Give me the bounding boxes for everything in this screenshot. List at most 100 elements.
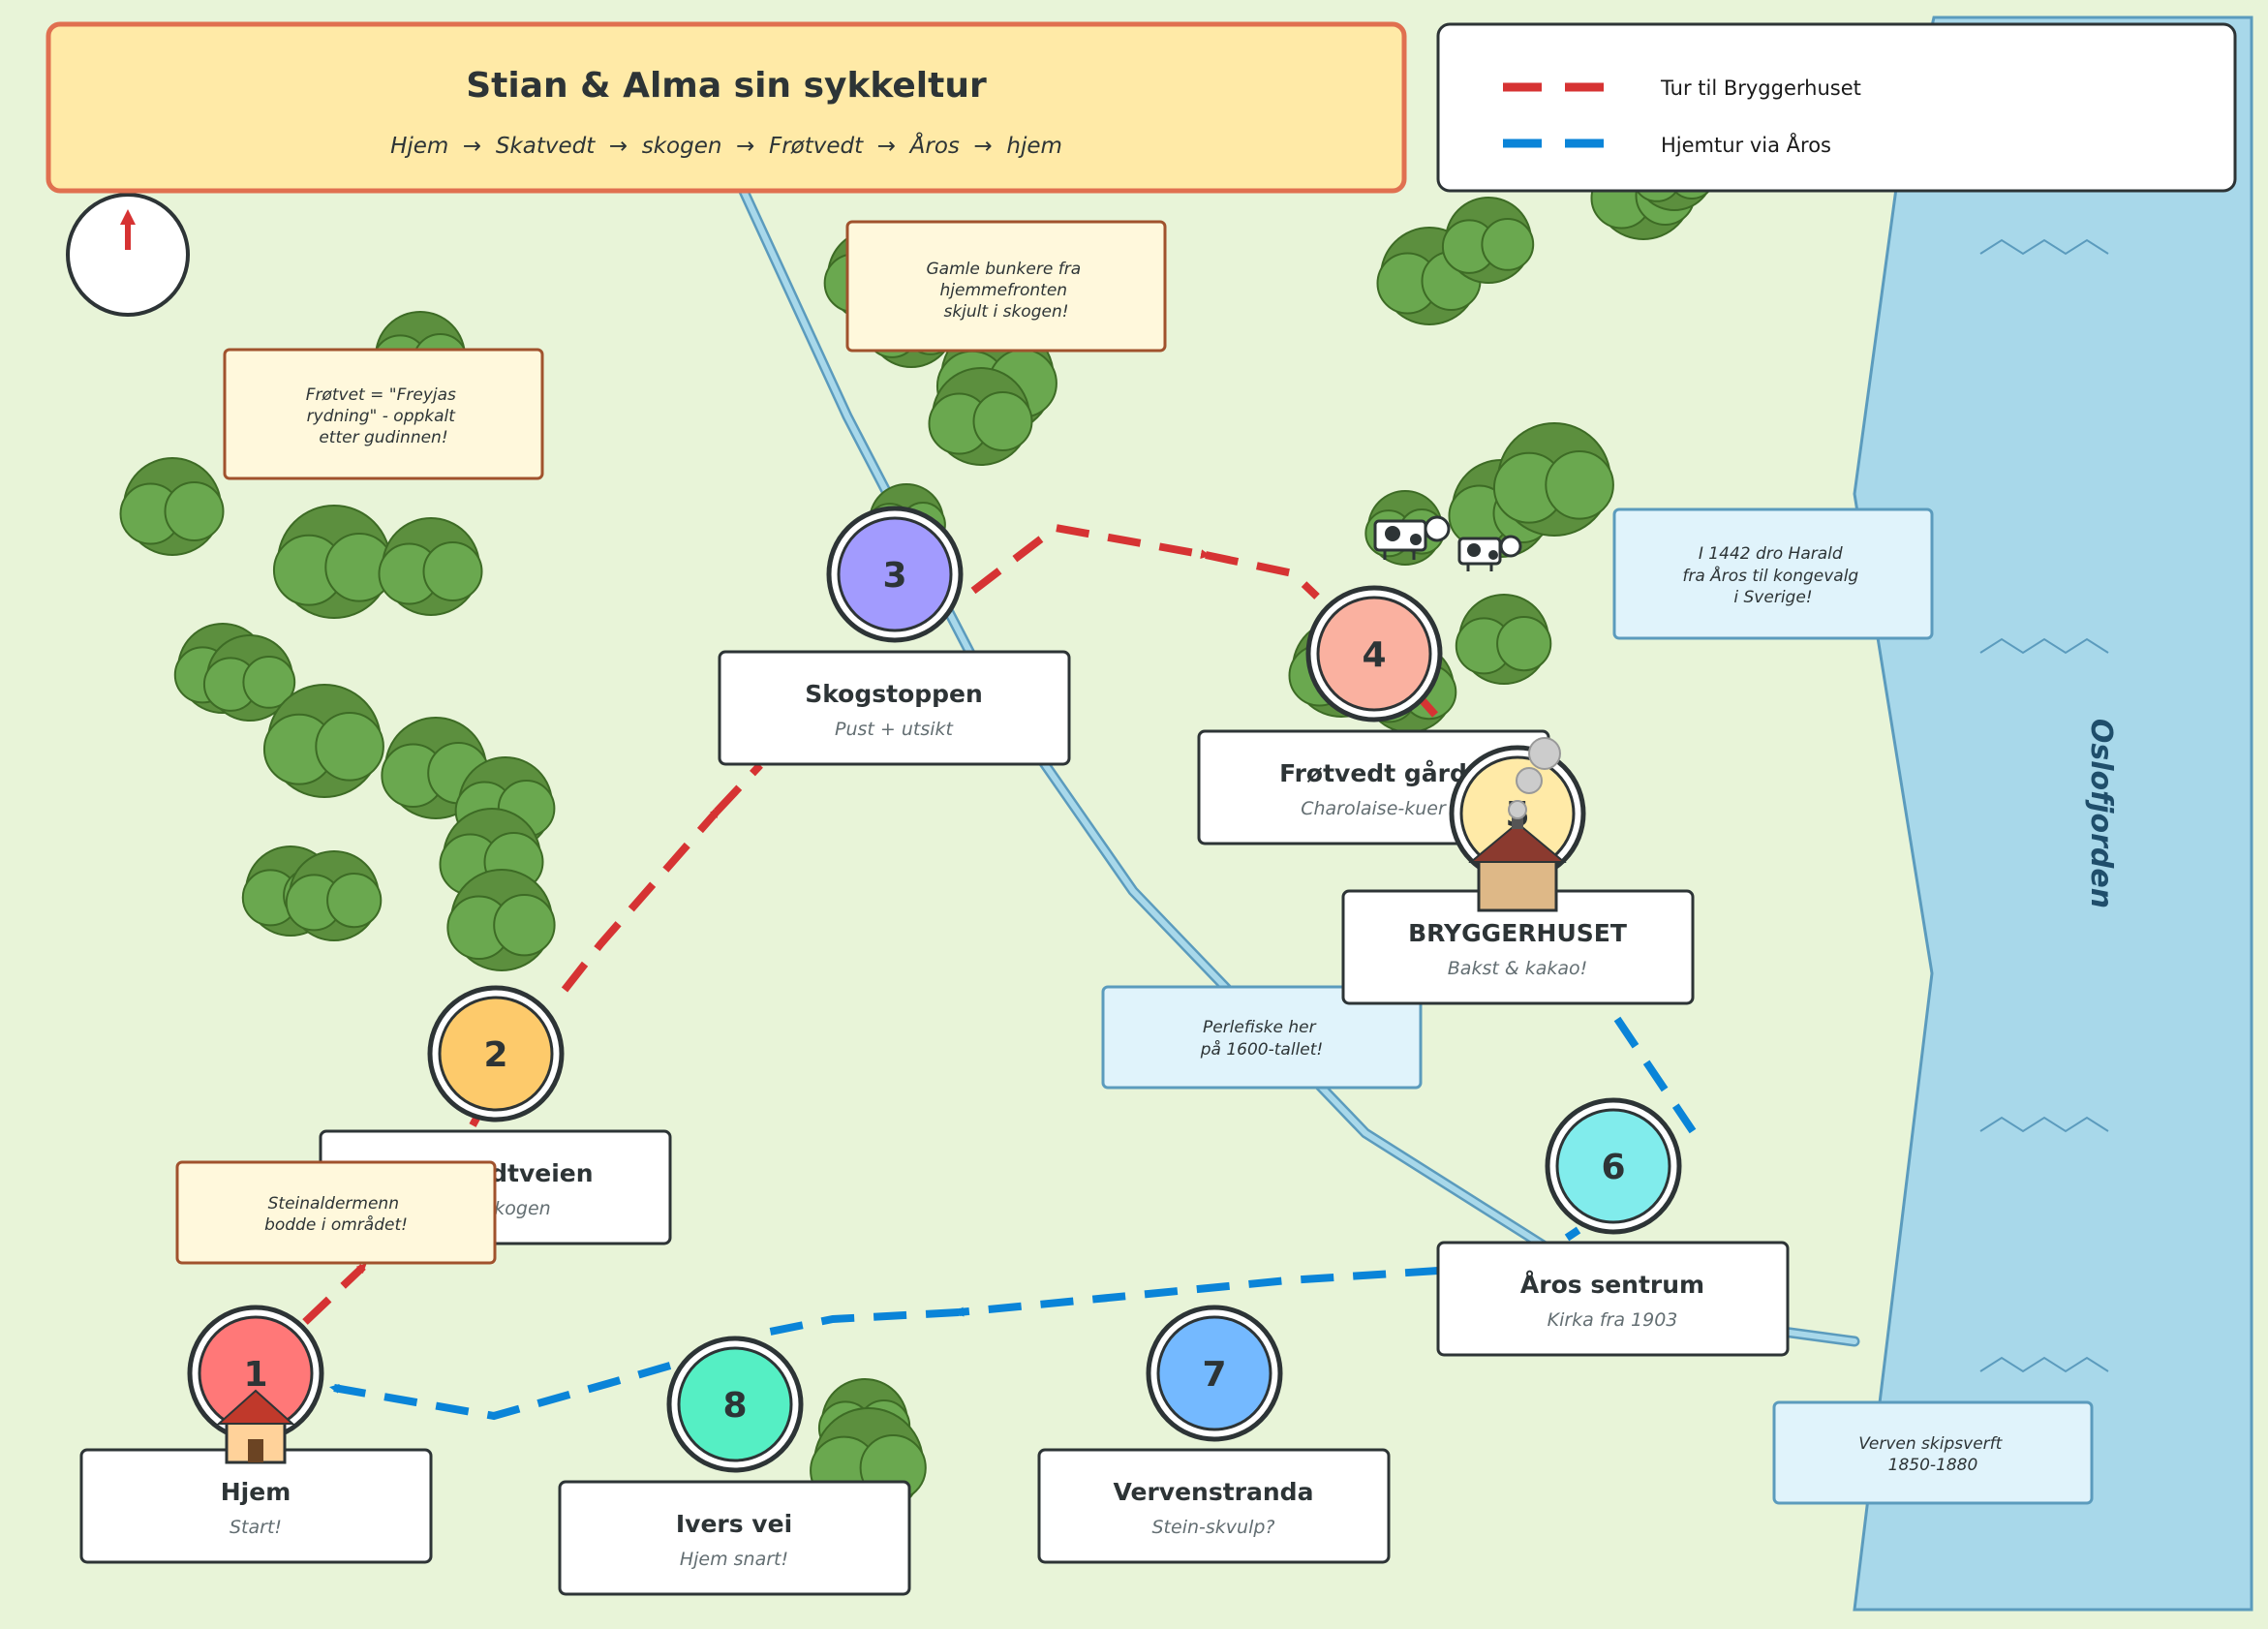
note-line: rydning" - oppkalt — [307, 407, 457, 426]
route-blue-segment — [329, 1362, 672, 1421]
wave-icon — [1979, 1356, 2109, 1373]
note-harald: I 1442 dro Harald fra Åros til kongevalg… — [1612, 507, 1934, 640]
stop-name: Hjem — [221, 1478, 291, 1506]
stop-marker[interactable]: 3 — [826, 506, 964, 643]
note-line: bodde i området! — [264, 1214, 408, 1235]
note-line: Frøtvet = "Freyjas — [306, 385, 456, 405]
stop-marker[interactable]: 5 — [1449, 737, 1586, 912]
stop-subtitle: Bakst & kakao! — [1448, 958, 1587, 979]
stop-name: Vervenstranda — [1114, 1478, 1314, 1506]
stop-label-box — [79, 1448, 433, 1564]
wave-icon — [1979, 238, 2109, 256]
map-title: Stian & Alma sin sykkeltur — [466, 66, 987, 106]
stop-name: Frøtvedt gård — [1279, 759, 1467, 787]
note-verven: Verven skipsverft 1850-1880 — [1772, 1400, 2094, 1505]
note-line: Verven skipsverft — [1858, 1434, 2003, 1454]
tree-icon — [1455, 594, 1552, 685]
svg-text:Steinaldermenn bodde i o: Steinaldermenn bodde i området! — [264, 1194, 408, 1235]
route-red-segment — [561, 808, 720, 993]
route-blue-segment — [754, 1308, 960, 1338]
route-home-via-aros — [329, 1016, 1697, 1421]
smoke-icon — [1528, 737, 1561, 770]
route-red-segment — [1205, 551, 1320, 599]
note-line: etter gudinnen! — [319, 428, 447, 447]
note-line: Perlefiske her — [1203, 1018, 1317, 1037]
route-red-segment — [714, 762, 763, 814]
note-line: fra Åros til kongevalg — [1682, 565, 1858, 586]
stop-subtitle: Hjem snart! — [680, 1549, 788, 1570]
route-blue-segment — [954, 1267, 1439, 1317]
stop-marker[interactable]: 1 — [187, 1305, 324, 1464]
stop-subtitle: Charolaise-kuer — [1301, 798, 1447, 819]
note-frotvet: Frøtvet = "Freyjas rydning" - oppkalt et… — [223, 348, 544, 480]
route-blue-segment — [1613, 1016, 1697, 1134]
stop-marker[interactable]: 2 — [427, 985, 565, 1122]
stop-marker[interactable]: 8 — [666, 1336, 804, 1473]
fjord-water — [1853, 15, 2253, 1612]
stop-marker[interactable]: 4 — [1305, 585, 1443, 722]
tree-icon — [119, 457, 225, 556]
note-line: I 1442 dro Harald — [1699, 544, 1843, 564]
note-bunkers: Gamle bunkere fra hjemmefronten skjult i… — [845, 220, 1167, 353]
route-red-segment — [302, 1263, 367, 1325]
stop-label-box — [1436, 1241, 1790, 1357]
wave-icon — [1979, 637, 2109, 655]
stop-name: Ivers vei — [676, 1510, 792, 1538]
svg-text:Frøtvet = "Freyjas rydni: Frøtvet = "Freyjas rydning" - oppkalt et… — [306, 385, 462, 447]
stop-number: 3 — [882, 556, 906, 596]
svg-text:Gamle bunkere fra hjemme: Gamle bunkere fra hjemmefronten skjult i… — [926, 260, 1086, 322]
stop-label-box — [558, 1480, 911, 1596]
tree-icon — [202, 634, 296, 722]
tree-icon — [446, 869, 556, 971]
stop-marker[interactable]: 6 — [1545, 1097, 1682, 1235]
stop-number: 2 — [483, 1035, 507, 1075]
route-blue-segment — [1564, 1226, 1581, 1242]
stop-label-box — [718, 650, 1071, 766]
tree-icon — [1492, 422, 1614, 537]
map-subtitle: Hjem → Skatvedt → skogen → Frøtvedt → År… — [390, 132, 1062, 159]
note-perle: Perlefiske her på 1600-tallet! — [1101, 985, 1423, 1090]
stop-marker[interactable]: 7 — [1146, 1305, 1283, 1442]
svg-text:I 1442 dro Harald fra År: I 1442 dro Harald fra Åros til kongevalg… — [1682, 544, 1863, 607]
svg-text:Perlefiske her på 1600-t: Perlefiske her på 1600-tallet! — [1200, 1018, 1323, 1060]
tree-icon — [378, 517, 483, 616]
smoke-icon — [1516, 767, 1543, 794]
stop-name: Skogstoppen — [805, 680, 983, 708]
legend-label-red: Tur til Bryggerhuset — [1660, 77, 1861, 100]
legend: Tur til Bryggerhuset Hjemtur via Åros — [1436, 22, 2237, 193]
stop-subtitle: Start! — [230, 1517, 282, 1538]
stop-subtitle: Pust + utsikt — [835, 719, 955, 740]
note-stein: Steinaldermenn bodde i området! — [175, 1160, 497, 1265]
note-line: på 1600-tallet! — [1200, 1039, 1323, 1060]
tree-icon — [272, 505, 394, 619]
legend-label-blue: Hjemtur via Åros — [1661, 132, 1831, 157]
note-line: Steinaldermenn — [268, 1194, 399, 1214]
title-panel: Stian & Alma sin sykkeltur Hjem → Skatve… — [46, 21, 1407, 194]
svg-text:Verven skipsverft 1850-1: Verven skipsverft 1850-1880 — [1858, 1434, 2007, 1475]
fjord: Oslofjorden — [1853, 15, 2253, 1612]
tree-icon — [928, 367, 1033, 466]
stop-number: 1 — [243, 1355, 267, 1395]
note-line: hjemmefronten — [940, 281, 1068, 300]
note-line: Gamle bunkere fra — [926, 260, 1081, 279]
stop-number: 8 — [722, 1386, 747, 1426]
tree-icon — [285, 850, 383, 941]
wave-icons — [1979, 238, 2109, 1373]
wave-icon — [1979, 1116, 2109, 1133]
stop-subtitle: Kirka fra 1903 — [1548, 1309, 1678, 1331]
stop-subtitle: Stein-skvulp? — [1152, 1517, 1275, 1538]
compass-icon — [66, 193, 190, 317]
home-icon — [216, 1389, 295, 1464]
note-line: skjult i skogen! — [943, 302, 1068, 322]
note-line: i Sverige! — [1733, 588, 1812, 607]
stop-name: Åros sentrum — [1520, 1271, 1704, 1299]
tree-icon — [262, 684, 384, 798]
